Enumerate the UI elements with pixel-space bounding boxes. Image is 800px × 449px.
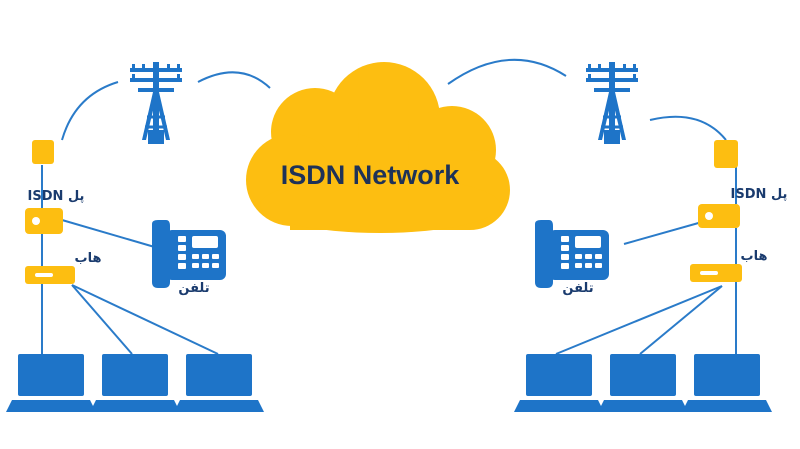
left-modem-icon bbox=[32, 140, 54, 164]
right-utility-pole-icon bbox=[584, 60, 640, 146]
right-hub-label: هاب bbox=[741, 249, 768, 264]
right-hub-icon bbox=[690, 264, 742, 282]
left-telephone-icon bbox=[152, 220, 226, 288]
left-hub-label: هاب bbox=[75, 251, 102, 266]
right-laptop-icon-3 bbox=[682, 354, 772, 412]
left-bridge-icon bbox=[25, 208, 63, 234]
right-modem-icon bbox=[714, 140, 738, 168]
right-bridge-label: پل ISDN bbox=[731, 187, 788, 202]
right-phone-label: تلفن bbox=[562, 281, 593, 296]
left-laptop-icon-2 bbox=[90, 354, 180, 412]
cloud-title: ISDN Network bbox=[281, 160, 461, 190]
cloud-icon bbox=[246, 62, 510, 233]
left-connection-lines bbox=[41, 71, 271, 355]
right-connection-lines bbox=[447, 58, 737, 355]
left-bridge-label: پل ISDN bbox=[28, 189, 85, 204]
right-laptop-icon-1 bbox=[514, 354, 604, 412]
left-hub-icon bbox=[25, 266, 75, 284]
left-phone-label: تلفن bbox=[178, 281, 209, 296]
left-utility-pole-icon bbox=[128, 60, 184, 146]
left-laptop-icon-1 bbox=[6, 354, 96, 412]
right-bridge-icon bbox=[698, 204, 740, 228]
left-laptop-icon-3 bbox=[174, 354, 264, 412]
right-telephone-icon bbox=[535, 220, 609, 288]
right-laptop-icon-2 bbox=[598, 354, 688, 412]
